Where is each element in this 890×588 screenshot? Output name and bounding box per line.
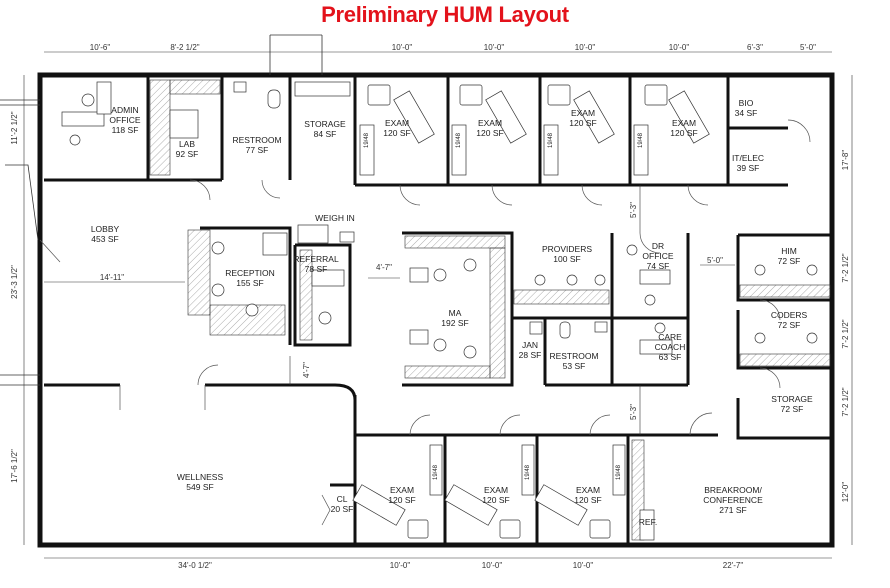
dim-top: 6'-3" — [747, 43, 763, 52]
dim-bottom: 10'-0" — [482, 561, 503, 570]
dim-left: 23'-3 1/2" — [10, 265, 19, 299]
dim-right: 12'-0" — [841, 482, 850, 503]
dim-right: 7'-2 1/2" — [841, 319, 850, 348]
dimension-lines — [23, 51, 853, 559]
dim-right: 7'-2 1/2" — [841, 253, 850, 282]
dim-inner: 5'-0" — [707, 256, 723, 265]
interior-walls — [44, 75, 832, 545]
dim-left: 11'-2 1/2" — [10, 111, 19, 144]
dim-inner: 5'-3" — [629, 404, 638, 420]
dim-inner: 5'-3" — [629, 202, 638, 218]
dim-left: 17'-6 1/2" — [10, 449, 19, 483]
sink-tag: 19/48 — [616, 464, 622, 480]
dim-inner: 4'-7" — [376, 263, 392, 272]
sink-tag: 19/48 — [456, 132, 462, 148]
furniture — [61, 81, 818, 541]
plan-title: Preliminary HUM Layout — [321, 2, 569, 27]
dim-right: 7'-2 1/2" — [841, 387, 850, 416]
sink-tag: 19/48 — [433, 464, 439, 480]
dim-top: 10'-0" — [669, 43, 690, 52]
dim-top: 10'-0" — [575, 43, 596, 52]
sink-tag: 19/48 — [525, 464, 531, 480]
dim-bottom: 22'-7" — [723, 561, 744, 570]
dim-inner: 14'-11" — [100, 273, 124, 282]
dim-right: 17'-8" — [841, 150, 850, 171]
sink-tag: 19/48 — [364, 132, 370, 148]
sink-tags: 19/48 19/48 19/48 19/48 19/48 19/48 19/4… — [364, 132, 644, 480]
dim-top: 8'-2 1/2" — [170, 43, 199, 52]
dim-top: 10'-6" — [90, 43, 111, 52]
label-ref: REF. — [639, 517, 657, 527]
dim-bottom: 10'-0" — [573, 561, 594, 570]
dim-inner: 4'-7" — [302, 362, 311, 378]
sink-tag: 19/48 — [638, 132, 644, 148]
exterior-walls — [0, 34, 835, 548]
dim-bottom: 10'-0" — [390, 561, 411, 570]
dim-top: 10'-0" — [392, 43, 413, 52]
sink-tag: 19/48 — [548, 132, 554, 148]
dim-bottom: 34'-0 1/2" — [178, 561, 212, 570]
dimension-labels: 10'-6" 8'-2 1/2" 10'-0" 10'-0" 10'-0" 10… — [10, 43, 850, 570]
dim-top: 5'-0" — [800, 43, 816, 52]
label-weigh-in: WEIGH IN — [315, 213, 355, 223]
doors — [39, 119, 811, 526]
dim-top: 10'-0" — [484, 43, 505, 52]
